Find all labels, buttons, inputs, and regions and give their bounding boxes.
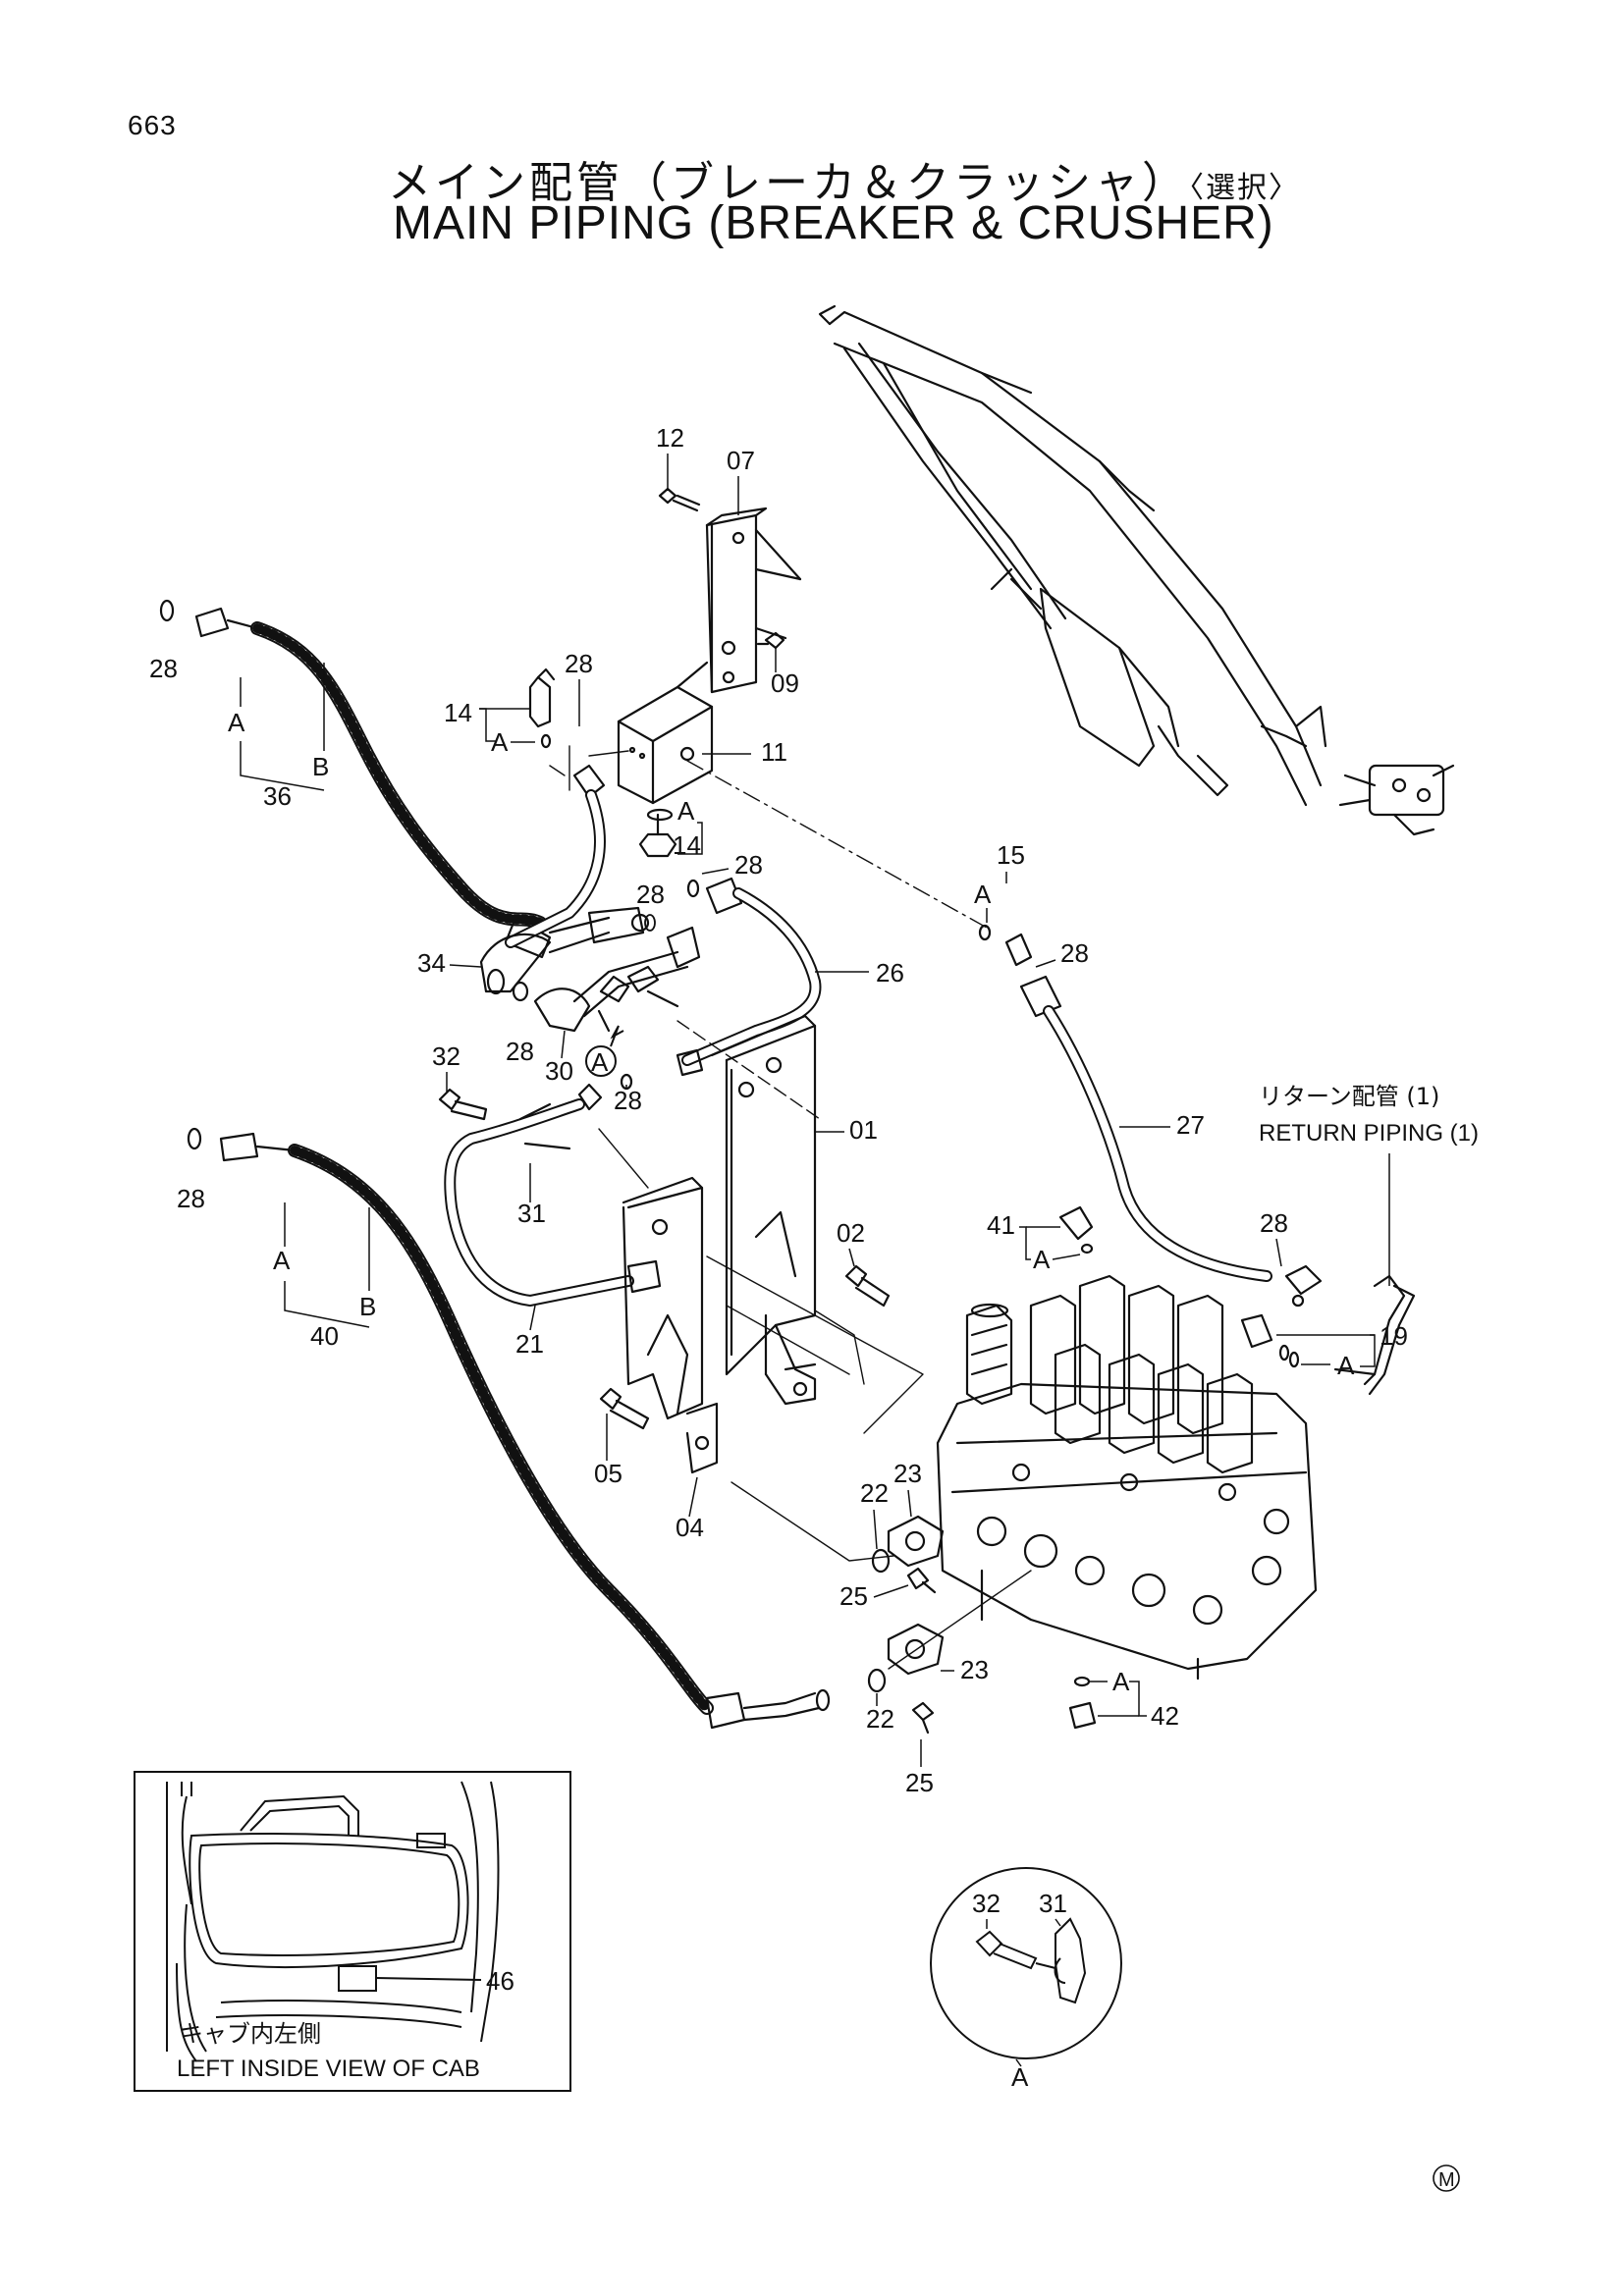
label-27: 27 [1176,1110,1205,1140]
label-11: 11 [761,737,787,767]
bolt-09 [756,631,785,650]
label-28-valve: 28 [1260,1208,1288,1238]
fitting-14-upper [528,667,556,749]
flange-23-upper [871,1515,945,1594]
label-31-detail: 31 [1039,1889,1067,1918]
label-15: 15 [997,840,1025,870]
label-30: 30 [545,1056,573,1086]
label-32: 32 [432,1041,460,1071]
marker-A-15: A [974,880,992,909]
page-number: 663 [128,110,177,140]
tube-21 [444,1048,704,1307]
label-22-lower: 22 [866,1704,894,1734]
label-25-lower: 25 [905,1768,934,1797]
bracket-07 [705,507,802,694]
label-23-upper: 23 [893,1459,922,1488]
detail-view-A: 32 31 A [930,1867,1122,2092]
label-26: 26 [876,958,904,988]
bracket-04 [622,1176,719,1474]
marker-A-41: A [1033,1245,1051,1274]
bolt-02 [844,1264,891,1308]
label-46: 46 [486,1966,514,1996]
label-14-upper: 14 [444,698,472,727]
label-23-lower: 23 [960,1655,989,1684]
title-japanese-suffix: 〈選択〉 [1189,171,1300,205]
corner-mark: M [1438,2169,1455,2191]
label-40: 40 [310,1321,339,1351]
label-01: 01 [849,1115,878,1145]
label-31: 31 [517,1199,546,1228]
marker-A-hose36: A [228,708,245,737]
label-02: 02 [837,1218,865,1248]
return-piping-label-en: RETURN PIPING (1) [1259,1120,1479,1147]
label-34: 34 [417,948,446,978]
control-valve [936,1274,1318,1681]
label-28-lower-block: 28 [734,850,763,880]
hose-36 [159,599,552,959]
fitting-19 [1240,1313,1300,1368]
hose-34-and-elbow-30 [479,906,701,1033]
marker-A-circle [585,1045,617,1077]
fitting-14-lower [638,808,677,858]
hose-40 [187,1127,831,1730]
label-28-30: 28 [506,1037,534,1066]
title-english: MAIN PIPING (BREAKER & CRUSHER) [393,197,1274,249]
label-14-lower: 14 [673,830,701,860]
label-28-15: 28 [1060,938,1089,968]
label-05: 05 [594,1459,622,1488]
marker-A-19: A [1337,1351,1355,1380]
label-21: 21 [515,1329,544,1359]
cab-inset: 46 キャブ内左側 LEFT INSIDE VIEW OF CAB [134,1771,571,2092]
fitting-28-valve [1284,1264,1323,1308]
bracket-01 [710,1014,817,1406]
label-25-upper: 25 [839,1581,868,1611]
fitting-41 [1058,1205,1094,1255]
marker-A-14-lower: A [677,796,695,826]
label-07: 07 [727,446,755,475]
label-42: 42 [1151,1701,1179,1731]
label-04: 04 [676,1513,704,1542]
marker-A-14-upper: A [491,727,509,757]
bolt-05 [599,1387,650,1430]
corner-mark-circle [1433,2164,1460,2192]
title-japanese-main: メイン配管（ブレーカ＆クラッシャ） [388,158,1189,208]
marker-B-hose40: B [359,1292,376,1321]
marker-B-hose36: B [312,752,329,781]
inset-caption-en: LEFT INSIDE VIEW OF CAB [177,2056,480,2082]
return-piping-label-jp: リターン配管 (1) [1259,1083,1439,1110]
pipe-to-34 [505,764,606,948]
marker-A-detail: A [1011,2062,1029,2092]
block-11 [617,661,714,805]
label-12: 12 [656,423,684,453]
label-32-detail: 32 [972,1889,1001,1918]
label-28-hose40: 28 [177,1184,205,1213]
label-28-block: 28 [565,649,593,678]
label-28-hose36: 28 [149,654,178,683]
label-36: 36 [263,781,292,811]
label-28-34: 28 [636,880,665,909]
label-28-21: 28 [614,1086,642,1115]
title-japanese: メイン配管（ブレーカ＆クラッシャ）〈選択〉 [388,147,1300,210]
fitting-42 [1068,1676,1097,1730]
label-09: 09 [771,668,799,698]
hose-27 [978,924,1272,1282]
marker-A-hose40: A [273,1246,291,1275]
marker-A-circle-label: A [591,1047,609,1077]
bolt-32 [438,1088,488,1121]
return-piping [1333,1274,1416,1396]
marker-A-42: A [1112,1667,1130,1696]
inset-caption-jp: キャブ内左側 [180,2020,321,2048]
leader-lines [549,745,1032,1670]
label-19: 19 [1380,1321,1408,1351]
bolt-12 [658,487,701,512]
tube-26 [681,877,822,1066]
label-22-upper: 22 [860,1478,889,1508]
excavator-arm-illustration [818,304,1455,836]
label-41: 41 [987,1210,1015,1240]
flange-23-lower [867,1623,945,1735]
